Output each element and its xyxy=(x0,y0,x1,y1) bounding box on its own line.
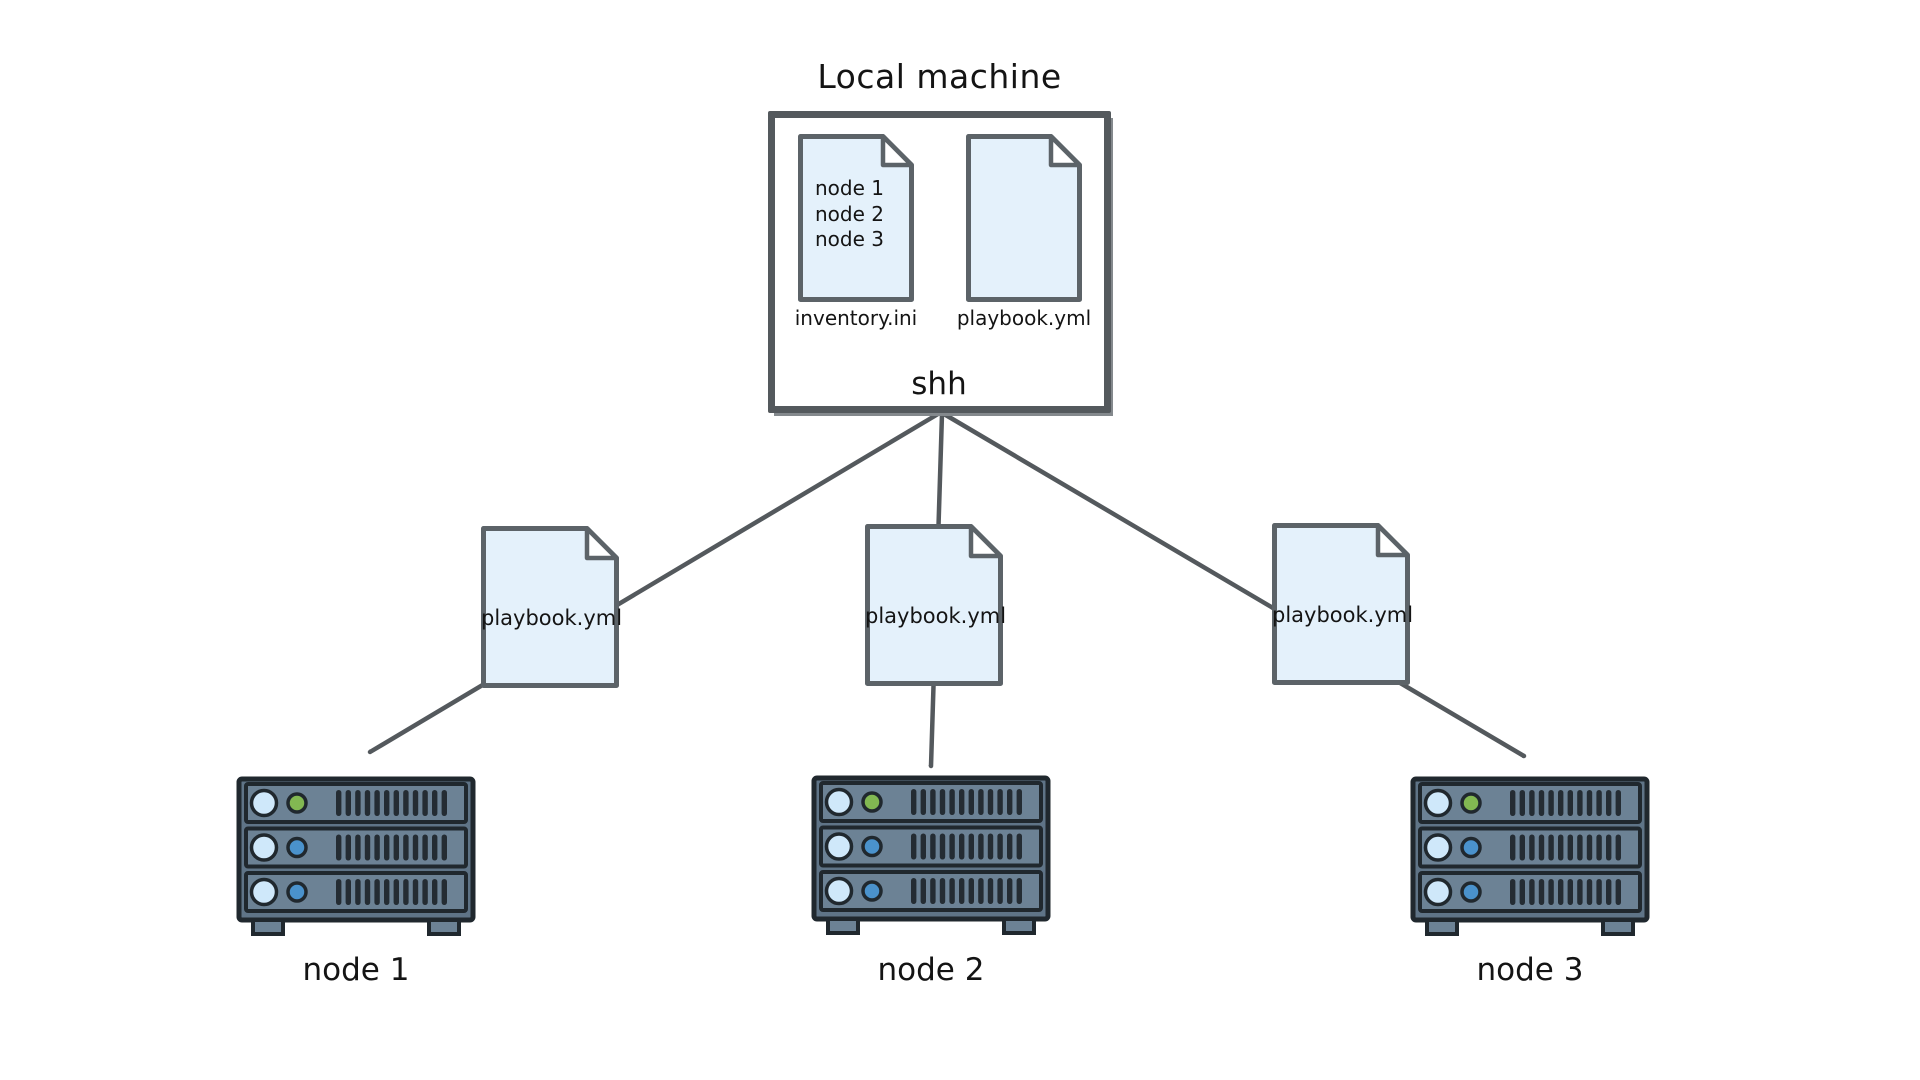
inventory-file: node 1 node 2 node 3 xyxy=(798,134,914,302)
server-rack-node-2 xyxy=(811,775,1051,939)
playbook-transfer-2-label: playbook.yml xyxy=(865,604,1007,628)
inventory-file-label: inventory.ini xyxy=(794,306,918,330)
document-icon xyxy=(966,134,1082,302)
playbook-transfer-1: playbook.yml xyxy=(481,526,623,688)
ssh-protocol-label: shh xyxy=(911,366,967,402)
page-title: Local machine xyxy=(817,57,1062,96)
server-rack-icon xyxy=(236,776,476,940)
server-rack-node-1 xyxy=(236,776,476,940)
arrow-to-node-1 xyxy=(367,411,941,755)
playbook-transfer-1-label: playbook.yml xyxy=(481,606,623,630)
server-rack-icon xyxy=(1410,776,1650,940)
server-rack-node-3 xyxy=(1410,776,1650,940)
node-3-label: node 3 xyxy=(1476,952,1584,988)
arrow-to-node-3 xyxy=(941,411,1527,759)
inventory-contents: node 1 node 2 node 3 xyxy=(815,176,884,251)
node-2-label: node 2 xyxy=(877,952,985,988)
playbook-transfer-2: playbook.yml xyxy=(865,524,1007,686)
node-1-label: node 1 xyxy=(302,952,410,988)
server-rack-icon xyxy=(811,775,1051,939)
playbook-transfer-3: playbook.yml xyxy=(1272,523,1414,685)
playbook-transfer-3-label: playbook.yml xyxy=(1272,603,1414,627)
playbook-file-local xyxy=(966,134,1082,302)
playbook-file-local-label: playbook.yml xyxy=(956,306,1092,330)
